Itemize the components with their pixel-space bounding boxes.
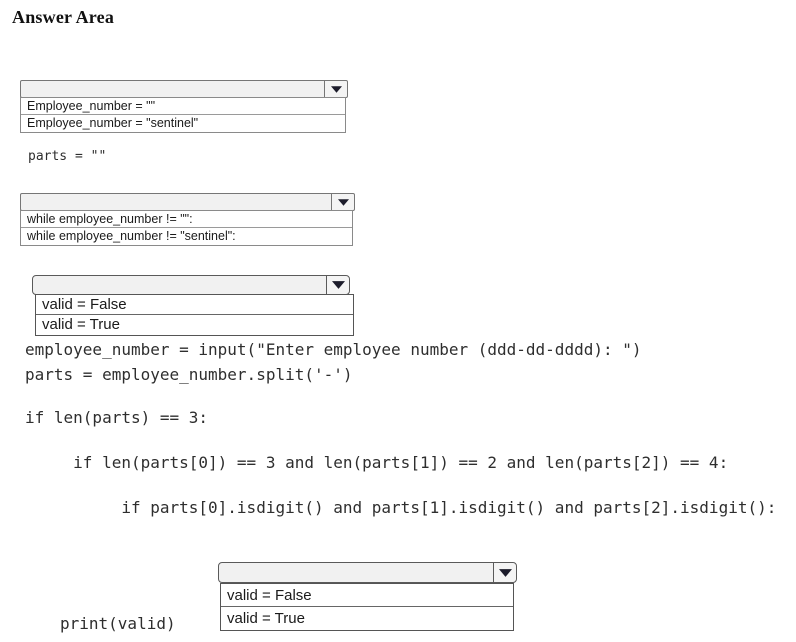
- code-line-if-len-parts: if len(parts[0]) == 3 and len(parts[1]) …: [25, 453, 729, 472]
- dropdown-selected-value: [219, 563, 493, 582]
- code-line-input: employee_number = input("Enter employee …: [25, 340, 642, 359]
- dropdown-arrow-button[interactable]: [331, 194, 354, 210]
- dropdown-selected-value: [33, 276, 326, 294]
- dropdown-option[interactable]: while employee_number != "sentinel":: [27, 229, 236, 243]
- dropdown-options-list: valid = False valid = True: [35, 294, 354, 336]
- dropdown-employee-number-init[interactable]: [20, 80, 348, 98]
- dropdown-options-list: while employee_number != "": while emplo…: [20, 210, 353, 246]
- dropdown-valid-init[interactable]: [32, 275, 350, 295]
- dropdown-option[interactable]: valid = True: [227, 610, 305, 627]
- dropdown-while-condition[interactable]: [20, 193, 355, 211]
- page-title: Answer Area: [12, 7, 115, 27]
- dropdown-arrow-button[interactable]: [493, 563, 516, 582]
- chevron-down-icon: [330, 85, 342, 93]
- dropdown-option[interactable]: valid = True: [42, 316, 120, 333]
- dropdown-valid-result[interactable]: [218, 562, 517, 583]
- code-line-if-len3: if len(parts) == 3:: [25, 408, 209, 427]
- dropdown-options-list: Employee_number = "" Employee_number = "…: [20, 97, 346, 133]
- dropdown-options-list: valid = False valid = True: [220, 583, 514, 631]
- code-line-parts-empty: parts = "": [28, 149, 107, 164]
- chevron-down-icon: [498, 568, 512, 577]
- dropdown-option[interactable]: Employee_number = "": [21, 98, 345, 115]
- dropdown-arrow-button[interactable]: [326, 276, 349, 294]
- chevron-down-icon: [331, 281, 345, 289]
- dropdown-option[interactable]: Employee_number = "sentinel": [27, 116, 199, 130]
- dropdown-selected-value: [21, 194, 331, 210]
- code-line-split: parts = employee_number.split('-'): [25, 365, 353, 384]
- dropdown-selected-value: [21, 81, 324, 97]
- dropdown-option[interactable]: valid = False: [221, 584, 513, 607]
- chevron-down-icon: [337, 198, 349, 206]
- code-line-if-isdigit: if parts[0].isdigit() and parts[1].isdig…: [25, 498, 777, 517]
- dropdown-arrow-button[interactable]: [324, 81, 347, 97]
- dropdown-option[interactable]: while employee_number != "":: [21, 211, 352, 228]
- code-line-print: print(valid): [60, 614, 176, 633]
- dropdown-option[interactable]: valid = False: [36, 295, 353, 315]
